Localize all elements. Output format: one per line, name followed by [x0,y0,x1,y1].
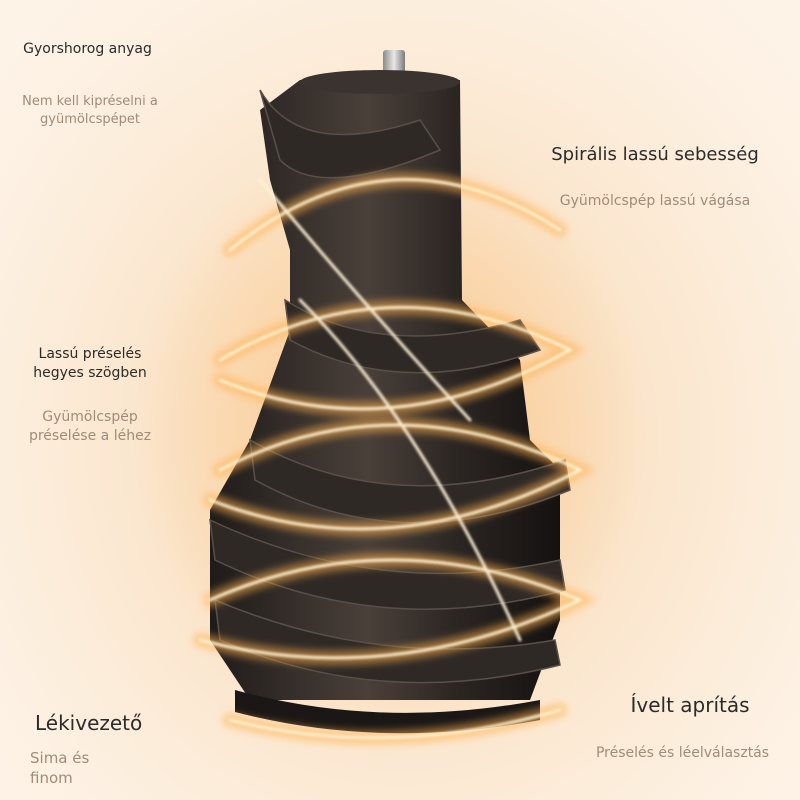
feature-subtitle-spiral-speed: Gyümölcspép lassú vágása [559,193,751,209]
light-spiral [193,172,598,745]
feature-title-hook-material: Gyorshorog anyag [23,41,152,57]
feature-title-slow-press: Lassú préselés hegyes szögben [33,346,147,381]
feature-subtitle-hook-material: Nem kell kipréselni a gyümölcspépet [22,94,158,127]
auger-top-cap [300,70,460,94]
feature-title-spiral-speed: Spirális lassú sebesség [551,144,759,165]
feature-title-curved-crush: Ívelt aprítás [630,693,750,717]
feature-title-juice-outlet: Lékivezető [35,711,143,735]
auger-base [235,690,540,734]
feature-subtitle-curved-crush: Préselés és léelválasztás [595,745,770,761]
feature-subtitle-slow-press: Gyümölcspép préselése a léhez [28,409,152,444]
feature-subtitle-juice-outlet: Sima és finom [30,749,90,788]
